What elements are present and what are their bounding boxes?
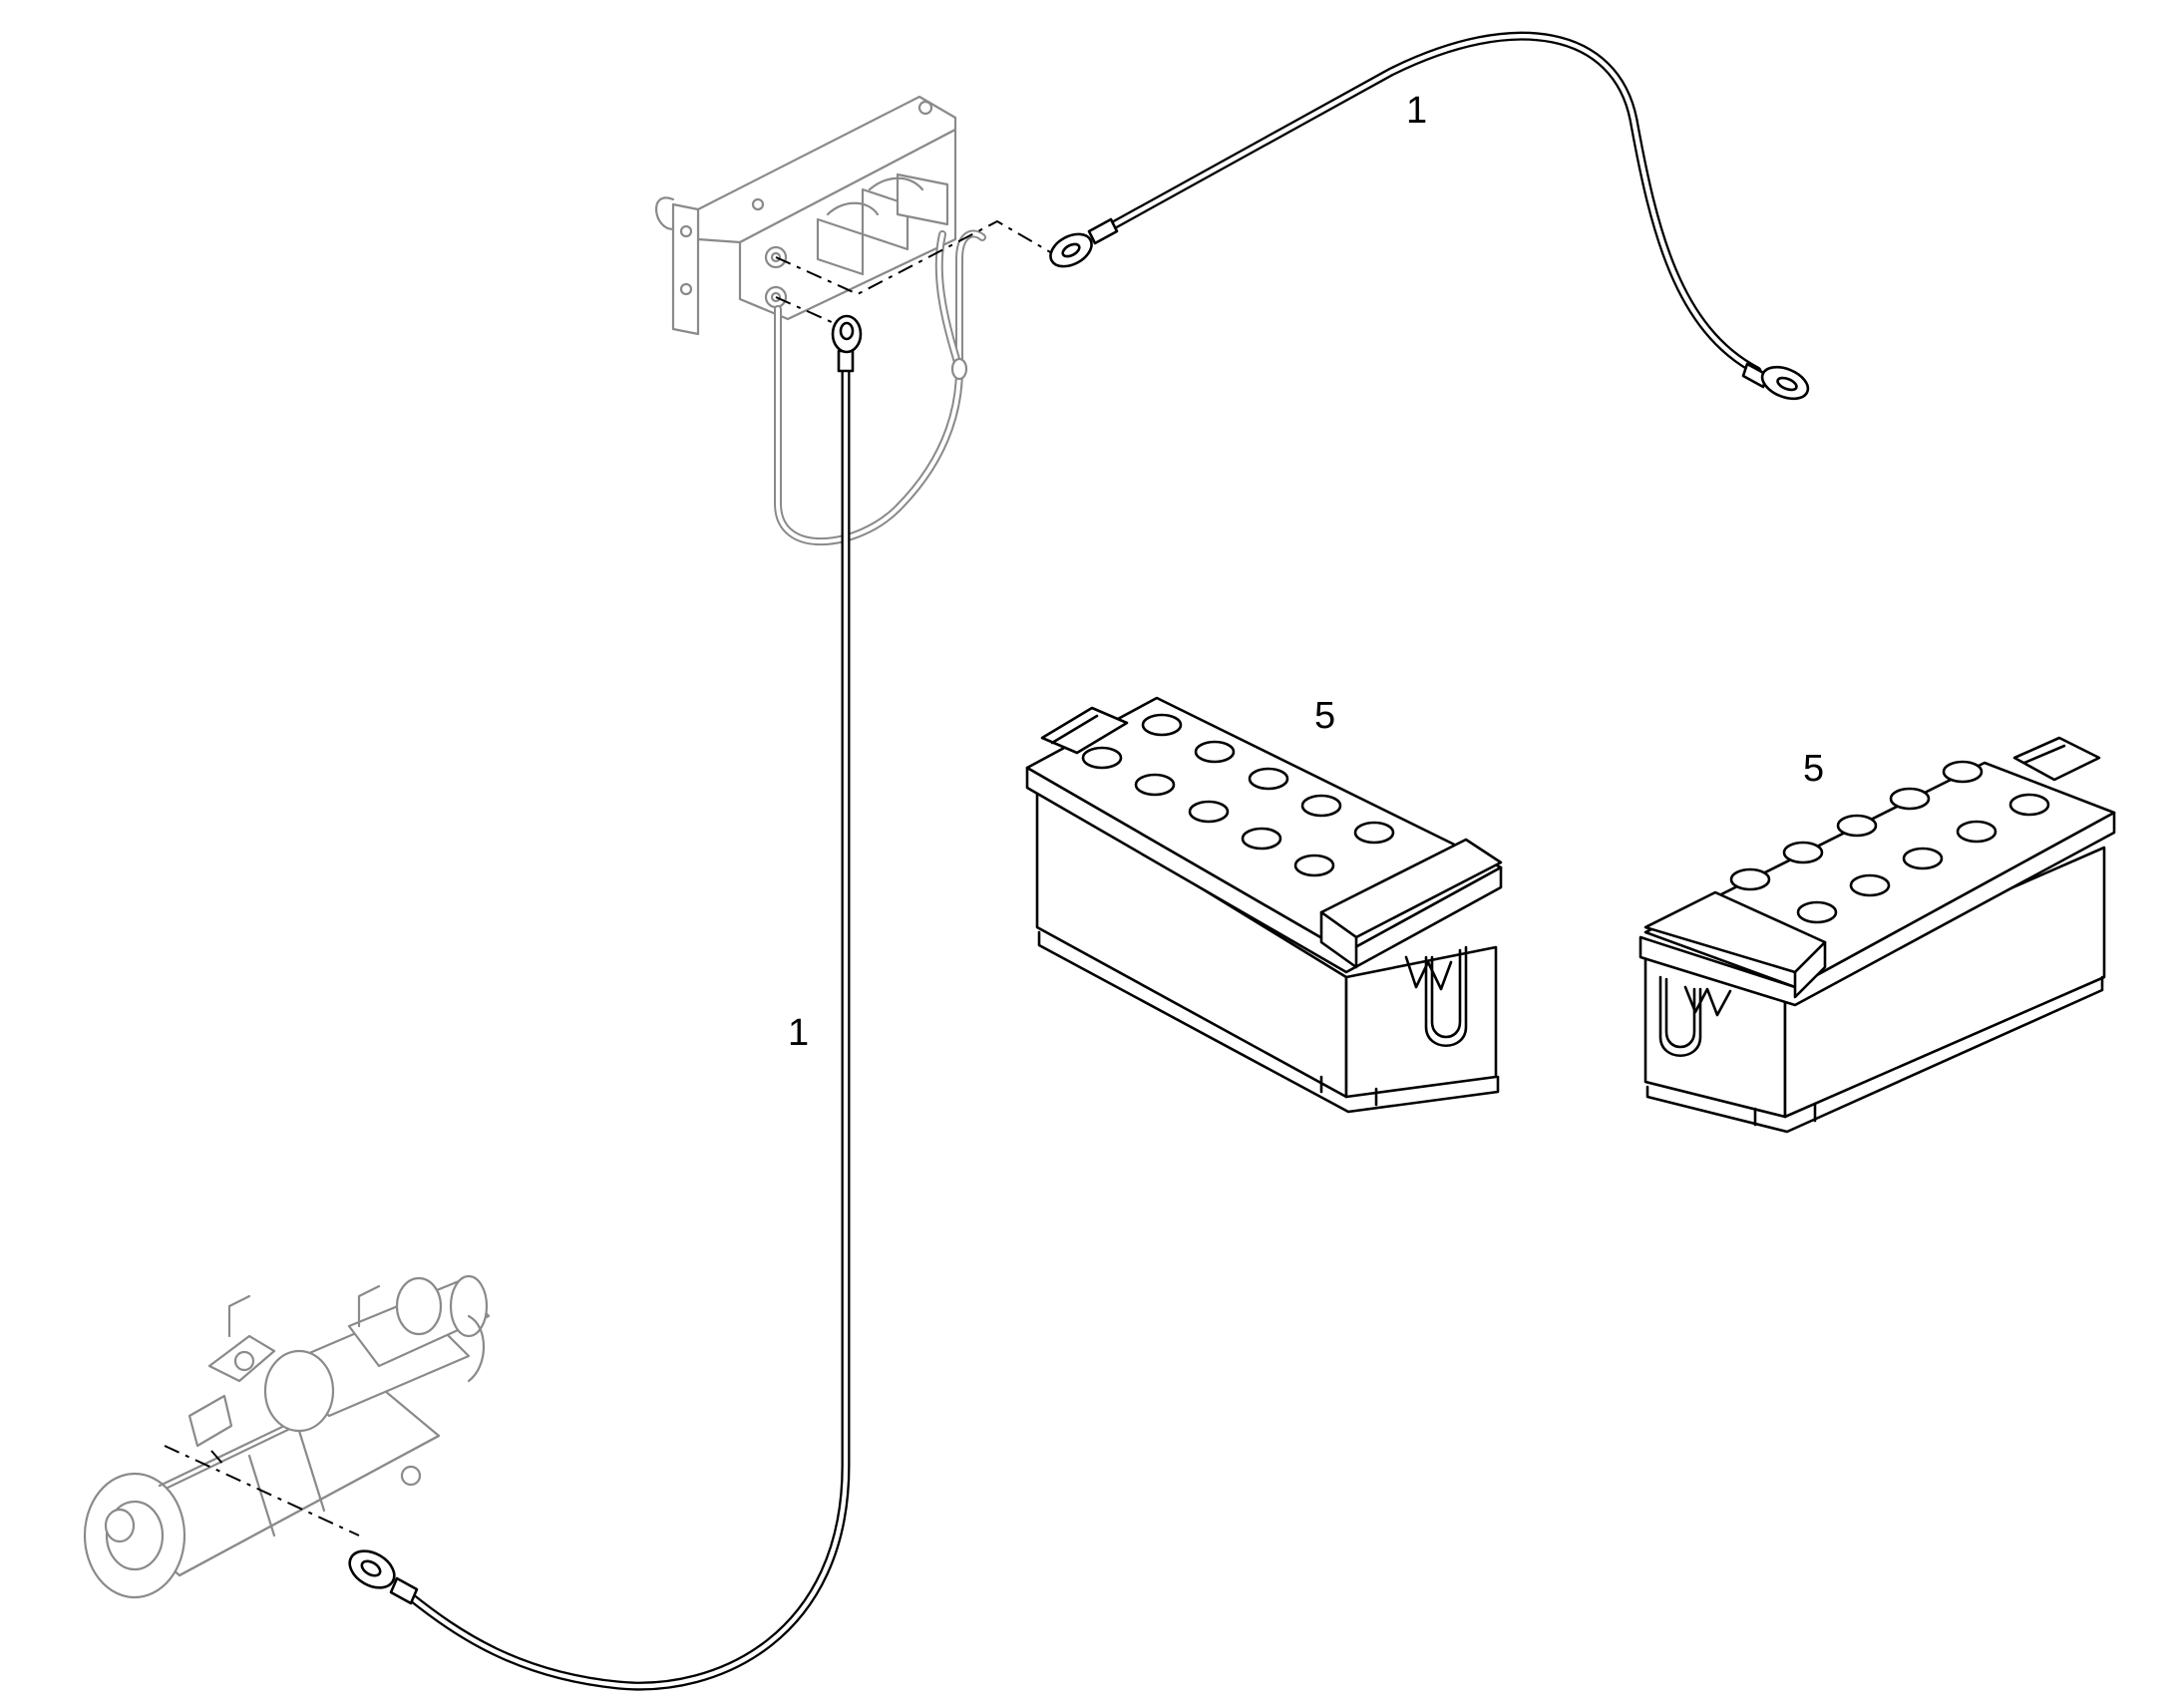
battery-left (1025, 696, 1503, 1114)
callout-battery-right: 5 (1803, 748, 1824, 790)
cable-vertical (348, 314, 863, 1691)
cable-upper (1049, 31, 1810, 401)
connection-lines (164, 219, 1060, 1537)
callout-cable-top: 1 (1406, 90, 1427, 132)
ring-lug (1049, 232, 1093, 268)
battery-right (1638, 736, 2116, 1134)
callout-cable-vertical: 1 (788, 1012, 809, 1054)
battery-switch-bracket (655, 95, 986, 546)
callout-battery-left: 5 (1314, 695, 1335, 737)
ring-lug (348, 1549, 396, 1589)
starter-motor (83, 1274, 491, 1599)
ring-lug (831, 314, 863, 354)
ring-lug (1760, 365, 1810, 401)
